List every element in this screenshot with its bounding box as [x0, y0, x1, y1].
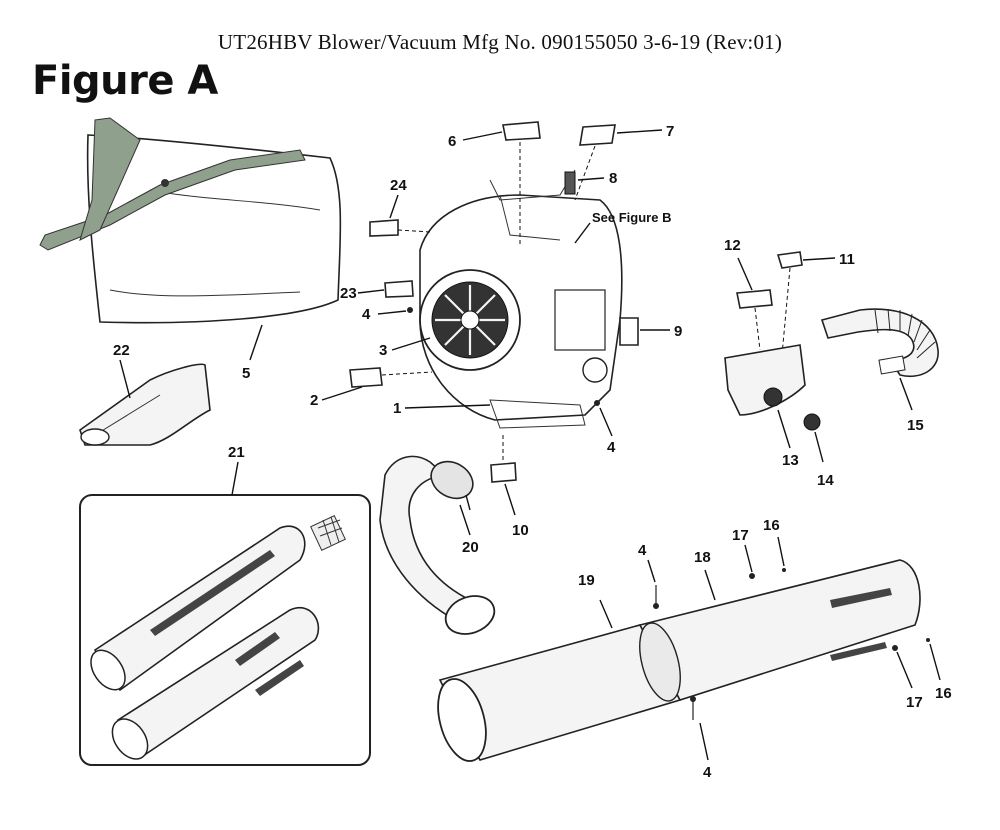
- callout-4c: 4: [638, 542, 647, 559]
- callout-22: 22: [113, 342, 130, 359]
- figure-label: Figure A: [32, 58, 218, 104]
- callout-12: 12: [724, 237, 741, 254]
- callout-24: 24: [390, 177, 407, 194]
- callout-9: 9: [674, 323, 682, 340]
- callout-7: 7: [666, 123, 674, 140]
- callout-18: 18: [694, 549, 711, 566]
- callout-16b: 16: [935, 685, 952, 702]
- engine-assembly: [419, 169, 623, 429]
- callout-2: 2: [310, 392, 318, 409]
- vacuum-nozzle: 22: [79, 342, 211, 446]
- see-figure-b-label: See Figure B: [592, 210, 671, 225]
- document-title: UT26HBV Blower/Vacuum Mfg No. 090155050 …: [217, 30, 783, 54]
- callout-11: 11: [839, 251, 855, 268]
- callout-17b: 17: [906, 694, 923, 711]
- callout-5: 5: [242, 365, 250, 382]
- callout-4a: 4: [362, 306, 371, 323]
- callout-1: 1: [393, 400, 401, 417]
- callout-19: 19: [578, 572, 595, 589]
- callout-10: 10: [512, 522, 529, 539]
- side-cover-group: 11 12 13 14: [724, 237, 855, 489]
- tube-kit-inset: 21: [79, 444, 371, 766]
- left-callouts: 24 23 4 3 2 1: [310, 177, 491, 417]
- callout-17a: 17: [732, 527, 749, 544]
- callout-14: 14: [817, 472, 834, 489]
- callout-23: 23: [340, 285, 357, 302]
- decals-top: 6 7 8 See Figure B: [448, 121, 674, 245]
- tube-fasteners: 4 4 17 16 17 16: [638, 517, 952, 781]
- callout-16a: 16: [763, 517, 780, 534]
- callout-13: 13: [782, 452, 799, 469]
- blower-tubes: 19 18: [437, 549, 921, 762]
- callout-15: 15: [907, 417, 924, 434]
- callout-21: 21: [228, 444, 245, 461]
- callout-4d: 4: [703, 764, 712, 781]
- callout-8: 8: [609, 170, 617, 187]
- engine-right-callouts: 9 4 10: [490, 317, 682, 539]
- callout-3: 3: [379, 342, 387, 359]
- collection-bag: 5: [39, 117, 342, 382]
- callout-4b: 4: [607, 439, 616, 456]
- elbow-tube: 20: [379, 455, 496, 635]
- callout-20: 20: [462, 539, 479, 556]
- flex-hose: 15: [820, 308, 939, 434]
- callout-6: 6: [448, 133, 456, 150]
